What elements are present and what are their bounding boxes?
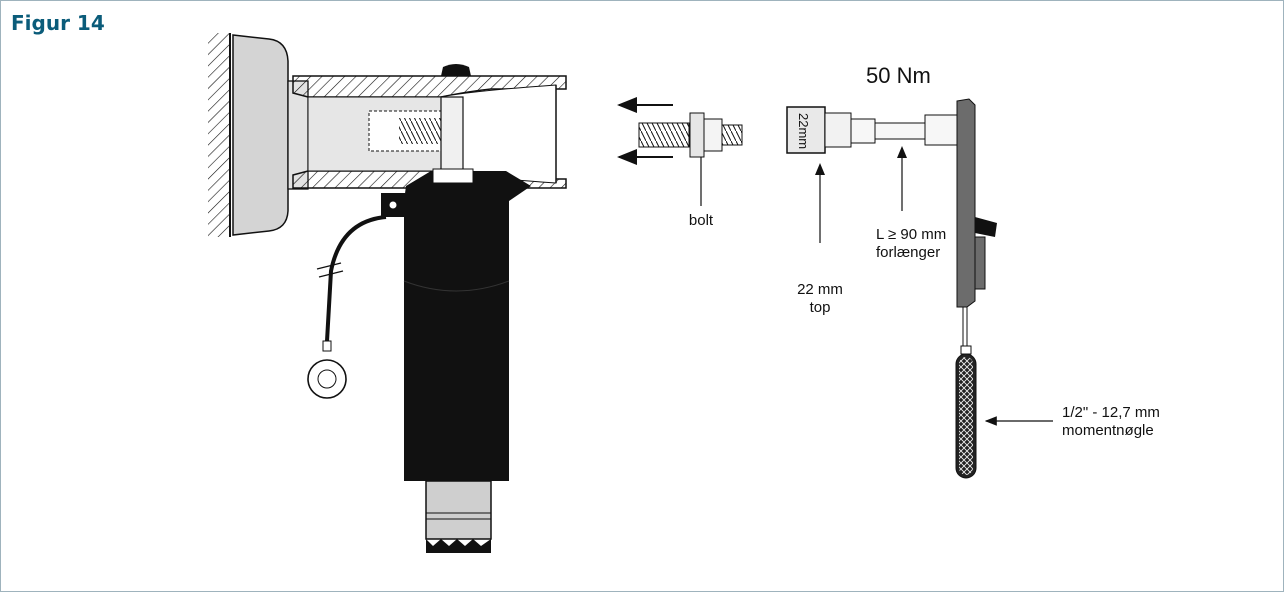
t-connector-body (292, 64, 567, 189)
cable (425, 480, 492, 553)
socket-label-line2: top (810, 299, 831, 316)
wall (208, 33, 231, 237)
socket-label-line1: 22 mm (797, 281, 843, 298)
bushing-flange (232, 34, 309, 236)
torque-wrench: 1/2" - 12,7 mm momentnøgle (955, 98, 1160, 479)
cable-boot (403, 168, 531, 481)
extension-label-line1: L ≥ 90 mm (876, 226, 946, 243)
earthing-lead (307, 193, 405, 399)
socket-22mm: 22mm 22 mm top (786, 106, 852, 316)
bolt-label: bolt (689, 212, 714, 229)
extension-bar: L ≥ 90 mm forlænger (850, 114, 958, 261)
wrench-label-line1: 1/2" - 12,7 mm (1062, 404, 1160, 421)
torque-label: 50 Nm (866, 63, 931, 88)
socket-marking: 22mm (796, 113, 811, 149)
extension-label-line2: forlænger (876, 244, 940, 261)
figure-title: Figur 14 (11, 11, 105, 35)
wrench-label-line2: momentnøgle (1062, 422, 1154, 439)
bolt-part: bolt (617, 97, 743, 229)
